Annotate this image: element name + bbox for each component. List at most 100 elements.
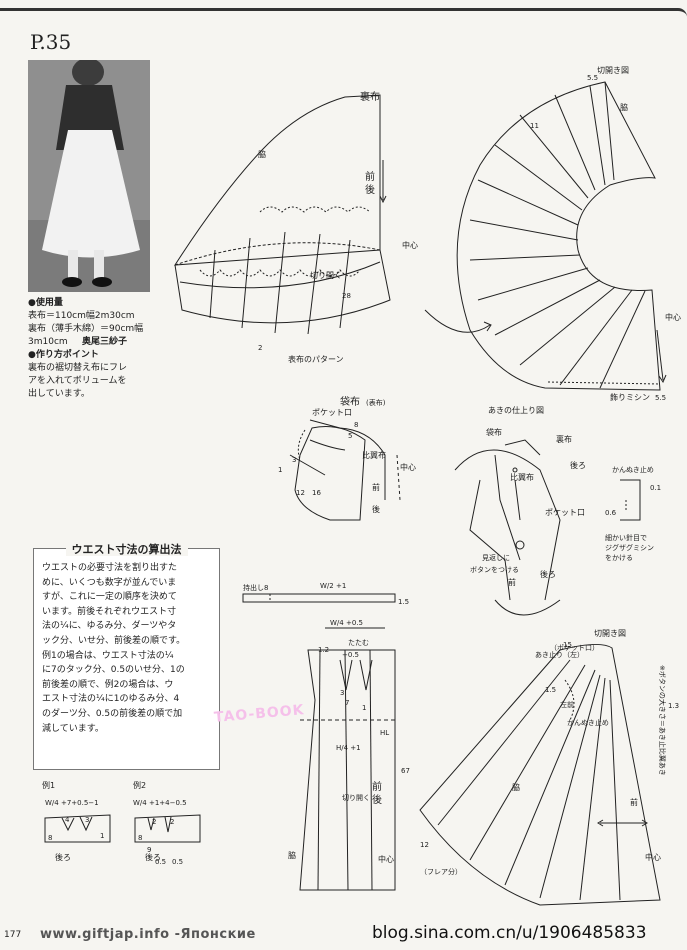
pocket-num: 8: [354, 421, 358, 429]
front-flared-left-front: 左前: [560, 700, 574, 709]
waistband-formula: W/2 +1: [320, 582, 346, 590]
waist-calc-text: ウエストの必要寸法を割り出すた めに、いくつも数字が並んでいま すが、これに一定…: [42, 561, 214, 736]
lining-num-28: 28: [342, 292, 351, 300]
front-flared-opening-left: あき止り（左）: [535, 650, 584, 659]
example1-num: 3: [85, 816, 89, 824]
example2-back-label: 後ろ: [145, 852, 161, 862]
finish-button-label: ボタンをつける: [470, 565, 519, 574]
pocket-back-label: 後: [372, 504, 380, 514]
waist-line: のダーツ分、0.5の前後差の順で加: [42, 708, 183, 719]
tips-line: 出しています。: [28, 389, 90, 399]
front-flared-title: 切開き図: [594, 629, 626, 638]
flared-center-label: 中心: [665, 312, 681, 322]
page-number: 177: [4, 930, 22, 940]
pocket-num: 16: [312, 489, 321, 497]
finish-lining-label: 裏布: [556, 434, 572, 444]
skirt-back-label: 後: [372, 793, 382, 806]
skirt-num-7: 7: [345, 699, 349, 707]
front-flared-num-12: 12: [420, 841, 429, 849]
flared-num-5.5-top: 5.5: [587, 74, 598, 82]
front-flared-num-1.3: 1.3: [668, 702, 679, 710]
author: 奥尾三紗子: [81, 337, 127, 347]
skirt-hl-formula: H/4 +1: [336, 744, 361, 752]
lining-center-label: 中心: [402, 240, 418, 250]
materials-line: 表布＝110cm幅2m30cm: [28, 311, 135, 321]
example1-num: 4: [65, 816, 70, 824]
example2-num: 2: [170, 818, 174, 826]
waist-calc-title: ウエスト寸法の算出法: [34, 541, 219, 557]
pocket-num: 5: [348, 432, 352, 440]
waistband-extension-label: 持出し8: [243, 583, 268, 592]
lining-pattern: [174, 94, 391, 335]
flared-num-5.5-bottom: 5.5: [655, 394, 666, 402]
lining-front-label: 前: [365, 170, 375, 183]
skirt-small-label: +0.5: [342, 651, 359, 659]
waistband-num-1.5: 1.5: [398, 598, 409, 606]
finish-stitch-note: 細かい針目で: [605, 533, 647, 542]
flared-title: 切開き図: [597, 66, 629, 75]
finish-pocket-opening-label: ポケット口: [545, 508, 585, 517]
page-title: P.35: [30, 30, 72, 54]
materials-heading: ●使用量: [28, 298, 63, 308]
skirt-front-label: 前: [372, 780, 382, 793]
finish-num-0.6: 0.6: [605, 509, 617, 517]
pocket-num: 3: [292, 456, 296, 464]
waistband-pattern: [242, 593, 396, 603]
pocket-opening-label: ポケット口: [312, 408, 352, 417]
example1-label: 例1: [42, 780, 55, 790]
waist-line: います。前後それぞれウエスト寸: [42, 606, 177, 617]
pocket-bag-subtitle: (表布): [366, 398, 386, 407]
example2-formula: W/4 +1+4−0.5: [133, 799, 187, 807]
tips-heading: ●作り方ポイント: [28, 350, 99, 360]
tips-line: 裏布の裾切替え布にフレ: [28, 363, 128, 373]
finish-back2-label: 後ろ: [540, 569, 556, 579]
finish-bartack-label: かんぬき止め: [612, 465, 654, 474]
opening-finish-diagram: [454, 439, 641, 616]
pocket-center-label: 中心: [400, 462, 416, 472]
skirt-num-1.2: 1.2: [318, 646, 329, 654]
finish-stitch-note: をかける: [605, 554, 633, 562]
skirt-hl-label: HL: [380, 729, 389, 737]
materials-line: 裏布（薄手木綿）＝90cm幅: [28, 324, 144, 334]
example1-num: 1: [100, 832, 104, 840]
example2-num: 8: [138, 834, 142, 842]
front-flared-flare-label: （フレア分）: [420, 867, 462, 876]
front-flared-num-1.5: 1.5: [545, 686, 556, 694]
front-flared-front-label: 前: [630, 797, 638, 807]
top-rule: [0, 8, 687, 17]
example2-num: 0.5: [155, 858, 166, 866]
tips-line: アを入れてボリュームを: [28, 376, 127, 386]
finish-num-0.1: 0.1: [650, 484, 661, 492]
front-flared-bartack: かんぬき止め: [567, 718, 609, 727]
example1-back-label: 後ろ: [55, 852, 71, 862]
waist-line: 法の¼に、ゆるみ分、ダーツやタ: [42, 621, 177, 632]
lining-num-2: 2: [258, 344, 262, 352]
example2-num: 9: [147, 846, 151, 854]
flared-hem-label: 飾りミシン: [610, 392, 650, 402]
flared-num-11: 11: [530, 122, 539, 130]
skirt-front-back-pattern: [299, 627, 396, 891]
front-flared-num-15: 15: [563, 641, 572, 649]
pocket-num: 1: [278, 466, 282, 474]
footer-site: www.giftjap.info -Японские: [40, 927, 256, 942]
front-flared-pattern: [419, 644, 661, 906]
waist-calc-box: ウエスト寸法の算出法 ウエストの必要寸法を割り出すた めに、いくつも数字が並んで…: [33, 543, 220, 770]
lining-title: 裏布: [360, 90, 380, 103]
waist-line: めに、いくつも数字が並んでいま: [42, 577, 177, 588]
finish-bias-label: 比翼布: [510, 472, 534, 482]
skirt-center-label: 中心: [378, 854, 394, 864]
waist-line: に7のタック分、0.5のいせ分、1の: [42, 665, 185, 676]
waist-line: ック分、いせ分、前後差の順です。: [42, 635, 186, 646]
example1-formula: W/4 +7+0.5−1: [45, 799, 99, 807]
finish-fold-note: 見返しに: [482, 554, 510, 562]
waist-line: すが、これに一定の順序を決めて: [42, 592, 177, 603]
pocket-num: 12: [296, 489, 305, 497]
skirt-num-3: 3: [340, 689, 344, 697]
footer-blog-watermark: blog.sina.com.cn/u/1906485833: [372, 923, 647, 943]
pocket-bias-label: 比翼布: [362, 450, 386, 460]
lining-pattern-note: 表布のパターン: [288, 354, 344, 364]
finish-pocket-bag-label: 袋布: [486, 427, 502, 437]
flared-side-label: 脇: [620, 103, 628, 112]
skirt-length-67: 67: [401, 767, 410, 775]
